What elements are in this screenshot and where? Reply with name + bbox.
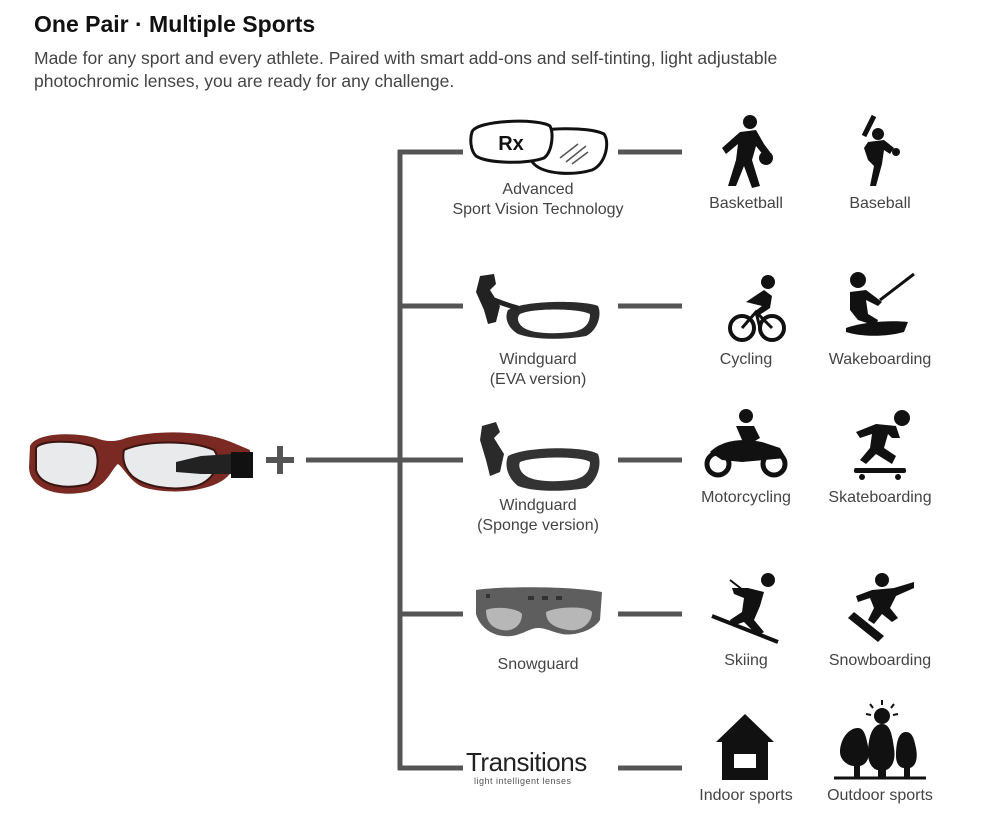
transitions-logo-tagline: light intelligent lenses — [474, 776, 572, 786]
addon-label-line1: Windguard — [499, 351, 577, 368]
rx-lens-icon: Rx — [469, 119, 609, 175]
cycling-icon — [728, 275, 786, 342]
sport-label-wakeboarding: Wakeboarding — [828, 351, 932, 368]
skiing-icon — [711, 573, 779, 644]
addon-label-line1: Windguard — [499, 497, 577, 514]
addon-label-line2: (EVA version) — [489, 371, 587, 388]
snowguard-icon — [476, 587, 602, 637]
transitions-logo-wordmark: Transitions — [466, 747, 587, 777]
windguard-eva-icon — [476, 274, 600, 339]
motorcycling-icon — [704, 409, 788, 478]
sport-label-motorcycling: Motorcycling — [701, 489, 791, 506]
wakeboarding-icon — [846, 272, 915, 336]
baseball-icon — [861, 114, 900, 186]
transitions-logo: Transitions light intelligent lenses — [466, 748, 616, 786]
sport-label-skiing: Skiing — [724, 652, 768, 669]
sport-label-snowboarding: Snowboarding — [828, 652, 932, 669]
plus-icon — [266, 446, 294, 474]
addon-label-line2: Sport Vision Technology — [452, 201, 624, 218]
sport-label-indoor: Indoor sports — [699, 787, 793, 804]
windguard-sponge-icon — [480, 422, 600, 491]
sport-label-skateboarding: Skateboarding — [828, 489, 932, 506]
sport-label-outdoor: Outdoor sports — [827, 787, 933, 804]
skateboarding-icon — [854, 410, 910, 480]
indoor-house-icon — [716, 714, 774, 780]
addon-label-line1: Advanced — [502, 181, 574, 198]
page-description: Made for any sport and every athlete. Pa… — [34, 47, 934, 93]
description-line-2: photochromic lenses, you are ready for a… — [34, 71, 455, 91]
addon-label-rx: Advanced Sport Vision Technology — [452, 180, 623, 220]
basketball-icon — [722, 115, 773, 188]
page-title: One Pair · Multiple Sports — [34, 11, 316, 37]
addon-label-snowguard: Snowguard — [497, 656, 579, 673]
addon-label-windguard-eva: Windguard (EVA version) — [490, 350, 587, 390]
description-line-1: Made for any sport and every athlete. Pa… — [34, 48, 778, 68]
addon-label-windguard-sponge: Windguard (Sponge version) — [477, 496, 599, 536]
rx-badge-text: Rx — [498, 133, 524, 155]
sport-label-basketball: Basketball — [709, 195, 783, 212]
eyewear-goggles-icon — [29, 432, 253, 494]
outdoor-trees-icon — [834, 700, 926, 780]
snowboarding-icon — [848, 573, 914, 642]
sport-label-cycling: Cycling — [719, 351, 773, 368]
addon-label-line2: (Sponge version) — [477, 517, 599, 534]
sport-label-baseball: Baseball — [849, 195, 911, 212]
